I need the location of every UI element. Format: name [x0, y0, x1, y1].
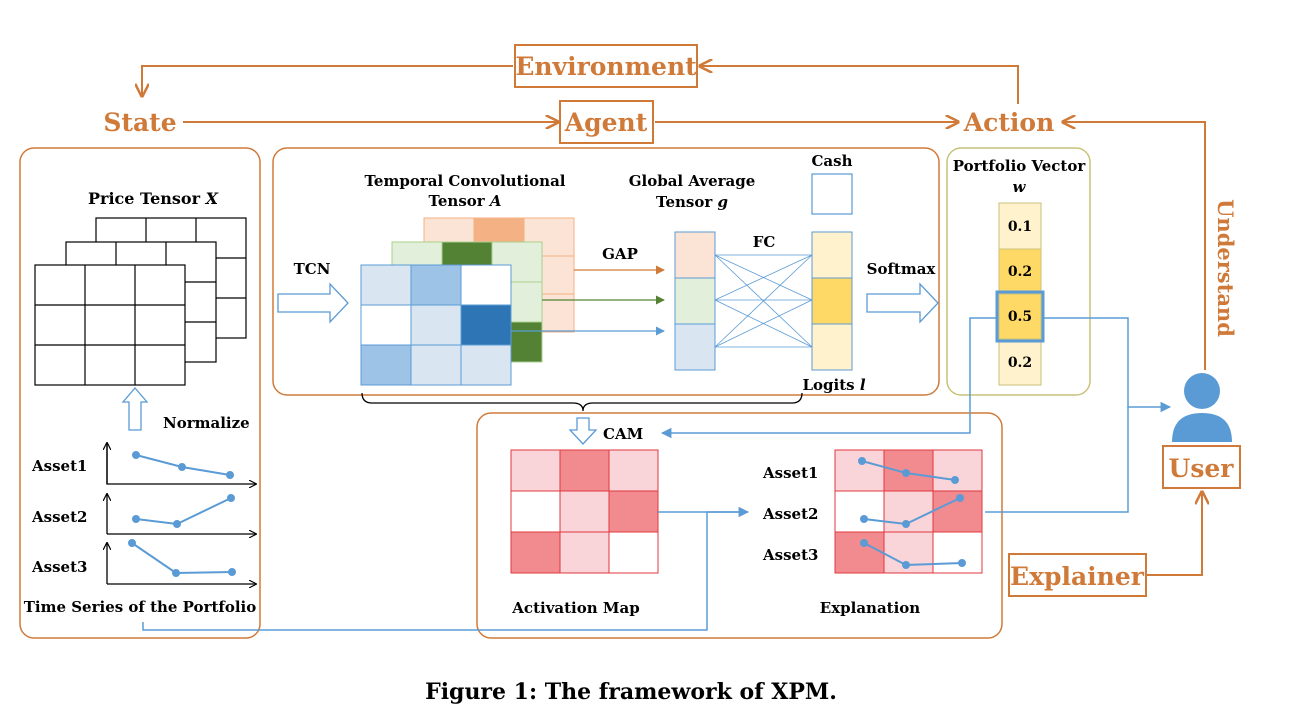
- gat-title-2: Tensor g: [656, 193, 728, 211]
- state-label: State: [103, 108, 176, 137]
- explainer-label: Explainer: [1010, 562, 1145, 591]
- agent-label: Agent: [564, 108, 648, 137]
- weight-3: 0.5: [1008, 309, 1032, 325]
- explanation-asset-label-3: Asset3: [762, 546, 818, 564]
- normalize-arrow: [121, 387, 149, 431]
- weight-to-user-line: [1043, 317, 1172, 413]
- tct-title-1: Temporal Convolutional: [364, 172, 565, 190]
- tct-title-2: Tensor A: [428, 192, 501, 210]
- portfolio-vector-var: w: [1013, 178, 1027, 196]
- environment-label: Environment: [515, 52, 697, 81]
- state-series-3: [131, 542, 233, 575]
- cam-label: CAM: [603, 425, 643, 443]
- fc-connections: [714, 254, 813, 348]
- explanation-label: Explanation: [820, 599, 921, 617]
- action-label: Action: [963, 108, 1055, 137]
- global-average-tensor: [674, 231, 716, 371]
- action-panel: Portfolio Vector w 0.1 0.2 0.5 0.2: [946, 147, 1091, 396]
- state-series-2: [135, 497, 232, 526]
- weight-2: 0.2: [1008, 264, 1032, 280]
- explanation-asset-label-1: Asset1: [762, 464, 818, 482]
- explanation-to-user-line: [985, 407, 1129, 513]
- top-loop: Environment Agent State Action Understan…: [103, 44, 1238, 370]
- explanation-series: [858, 457, 966, 569]
- cam-brace: [361, 392, 803, 412]
- gat-title-1: Global Average: [629, 172, 756, 190]
- weight-4: 0.2: [1008, 355, 1032, 371]
- figure-caption: Figure 1: The framework of XPM.: [425, 679, 837, 705]
- activation-map: [510, 449, 659, 574]
- user-icon: [1172, 373, 1232, 442]
- understand-label: Understand: [1213, 199, 1238, 337]
- activation-map-label: Activation Map: [511, 599, 639, 617]
- explanation-asset-label-2: Asset2: [762, 505, 818, 523]
- explainer-to-user-arrow: [1146, 492, 1202, 576]
- portfolio-vector-title: Portfolio Vector: [953, 157, 1087, 175]
- user-to-action-arrow: [1063, 122, 1206, 370]
- softmax-arrow: [866, 282, 939, 324]
- cam-down-arrow: [568, 417, 598, 445]
- tct-layer-blue: [360, 264, 512, 386]
- agent-panel: TCN Temporal Convolutional Tensor A: [272, 147, 940, 412]
- action-to-environment-arrow: [700, 66, 1019, 104]
- user-label: User: [1169, 454, 1235, 483]
- state-asset-label-3: Asset3: [31, 558, 87, 576]
- tcn-arrow: [277, 282, 349, 324]
- state-asset-label-1: Asset1: [31, 457, 87, 475]
- explanation-map: [834, 449, 983, 574]
- connectors: [142, 317, 1172, 631]
- selected-weight-highlight: [995, 290, 1045, 343]
- price-tensor-title: Price Tensor X: [88, 189, 219, 208]
- state-axes: [107, 443, 256, 584]
- state-panel: Price Tensor X Normalize Asset1 Asset: [19, 147, 261, 639]
- user-box: [1162, 445, 1241, 489]
- environment-box: [514, 44, 698, 88]
- tcn-label: TCN: [294, 260, 331, 278]
- price-tensor-grid: [34, 217, 247, 386]
- user-area: User Explainer: [1008, 373, 1241, 597]
- gap-label: GAP: [602, 245, 638, 263]
- fc-label: FC: [753, 233, 776, 251]
- softmax-label: Softmax: [867, 260, 937, 278]
- weight-1: 0.1: [1008, 219, 1032, 235]
- logits-column: [811, 231, 853, 371]
- environment-to-state-arrow: [142, 65, 513, 96]
- cam-panel: CAM Activation Map: [476, 412, 1003, 639]
- weight-to-cam-line: [660, 317, 997, 439]
- logits-label: Logits l: [802, 376, 865, 394]
- portfolio-vector-column: [998, 202, 1042, 386]
- agent-box: [559, 100, 654, 144]
- state-asset-label-2: Asset2: [31, 508, 87, 526]
- cash-label: Cash: [811, 152, 852, 170]
- cash-cell: [811, 173, 853, 215]
- state-series: [128, 451, 236, 577]
- normalize-label: Normalize: [163, 414, 250, 432]
- state-caption: Time Series of the Portfolio: [24, 598, 257, 616]
